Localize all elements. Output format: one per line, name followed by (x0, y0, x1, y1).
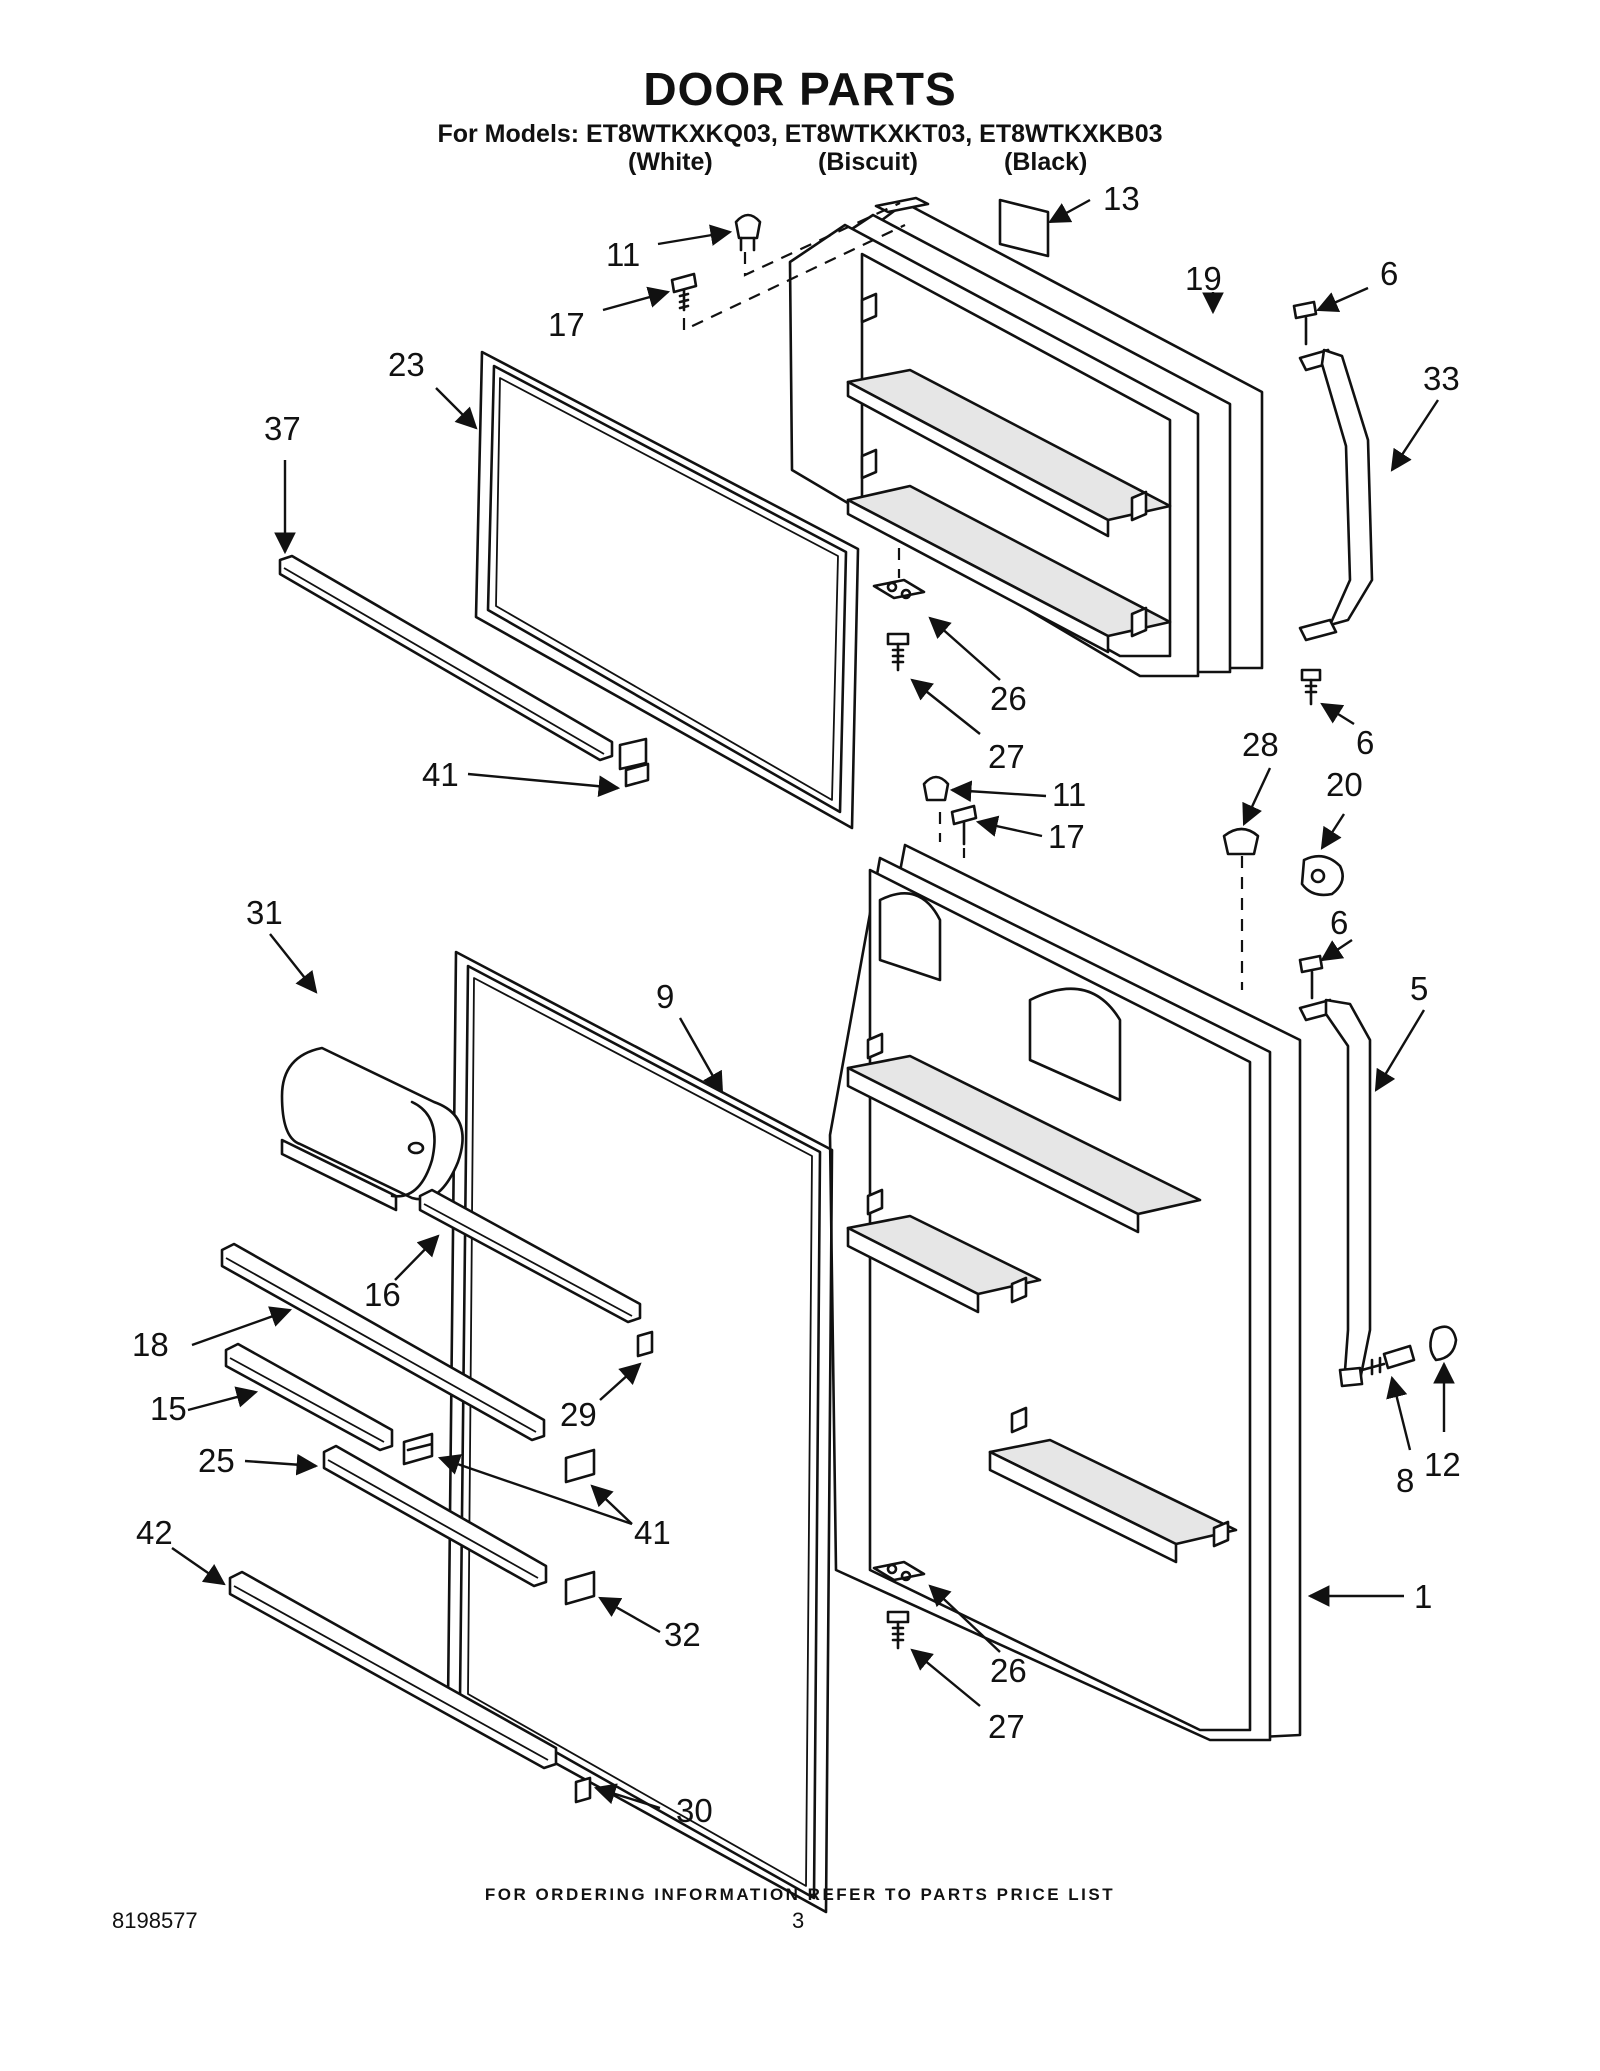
part-28-plug (1222, 827, 1260, 990)
callout-26-lower: 26 (990, 1652, 1027, 1689)
callout-32: 32 (664, 1616, 701, 1653)
part-20-cap (1300, 854, 1344, 897)
callout-30: 30 (676, 1792, 713, 1829)
part-8-screw (1360, 1344, 1416, 1376)
callout-37: 37 (264, 410, 301, 447)
callout-28: 28 (1242, 726, 1279, 763)
callout-26-upper: 26 (990, 680, 1027, 717)
part-6-screw-b (1300, 668, 1322, 706)
part-16-trim-strip (418, 1188, 642, 1324)
callout-6-middle: 6 (1356, 724, 1374, 761)
mounting-path-freezer (682, 202, 906, 332)
part-12-cap (1429, 1325, 1458, 1362)
callout-25: 25 (198, 1442, 235, 1479)
callout-33: 33 (1423, 360, 1460, 397)
leader-lines (171, 198, 1455, 1810)
part-37-breaker-strip (278, 554, 650, 788)
callout-20: 20 (1326, 766, 1363, 803)
callout-11-lower: 11 (1052, 776, 1086, 813)
part-26-hinge-lower (872, 1560, 926, 1582)
part-27-screw-upper (886, 632, 910, 672)
callout-1: 1 (1414, 1578, 1432, 1615)
color-label-biscuit: (Biscuit) (818, 148, 918, 176)
callout-29: 29 (560, 1396, 597, 1433)
part-11-plug-lower (922, 775, 950, 802)
part-33-freezer-handle (1298, 348, 1374, 642)
callout-17-upper: 17 (548, 306, 585, 343)
callout-11-upper: 11 (606, 236, 640, 273)
part-42-shelf-strip (228, 1570, 558, 1770)
color-label-white: (White) (628, 148, 713, 176)
callout-8: 8 (1396, 1462, 1414, 1499)
page-title: DOOR PARTS (643, 63, 957, 115)
callout-6-lower: 6 (1330, 904, 1348, 941)
part-15-shelf-strip (224, 1342, 394, 1452)
callout-41-upper: 41 (422, 756, 459, 793)
callout-6-top: 6 (1380, 255, 1398, 292)
color-label-black: (Black) (1004, 148, 1088, 176)
part-30-end-cap (574, 1776, 592, 1804)
callout-42: 42 (136, 1514, 173, 1551)
callout-41-lower: 41 (634, 1514, 671, 1551)
callout-19: 19 (1185, 260, 1222, 297)
fastener-guide-lower (938, 812, 966, 858)
part-32-clip (564, 1570, 596, 1606)
callout-9: 9 (656, 978, 674, 1015)
part-41-clip-a (402, 1432, 434, 1466)
fresh-food-door (828, 843, 1302, 1742)
part-18-shelf-strip (220, 1242, 546, 1442)
part-11-plug-upper (734, 213, 762, 252)
callout-12: 12 (1424, 1446, 1461, 1483)
callout-27-upper: 27 (988, 738, 1025, 775)
part-6-screw-a (1292, 300, 1318, 346)
part-5-fresh-food-handle (1298, 998, 1372, 1388)
callout-23: 23 (388, 346, 425, 383)
callout-15: 15 (150, 1390, 187, 1427)
callout-13: 13 (1103, 180, 1140, 217)
part-17-screw-upper (670, 272, 698, 312)
freezer-door (788, 196, 1264, 678)
part-17-screw-lower (950, 804, 978, 846)
models-line: For Models: ET8WTKXKQ03, ET8WTKXKT03, ET… (437, 120, 1163, 148)
callout-31: 31 (246, 894, 283, 931)
part-41-clip-b (564, 1448, 596, 1484)
part-25-shelf-strip (322, 1444, 548, 1588)
part-27-screw-lower (886, 1610, 910, 1650)
callout-labels: 13 11 19 6 17 33 23 37 26 27 6 28 41 11 … (132, 180, 1461, 1829)
part-9-fresh-food-gasket (446, 950, 834, 1914)
ordering-note: FOR ORDERING INFORMATION REFER TO PARTS … (484, 1885, 1116, 1904)
part-29-end-cap (636, 1330, 654, 1358)
callout-27-lower: 27 (988, 1708, 1025, 1745)
document-number: 8198577 (112, 1908, 198, 1933)
callout-17-lower: 17 (1048, 818, 1085, 855)
callout-5: 5 (1410, 970, 1428, 1007)
callout-16: 16 (364, 1276, 401, 1313)
part-23-freezer-gasket (474, 350, 860, 830)
callout-18: 18 (132, 1326, 169, 1363)
part-6-screw-c (1298, 954, 1324, 1000)
page-number: 3 (792, 1908, 805, 1933)
part-26-hinge-upper (872, 578, 926, 600)
part-13-label (998, 198, 1050, 258)
part-31-dairy-bin (280, 1046, 464, 1212)
